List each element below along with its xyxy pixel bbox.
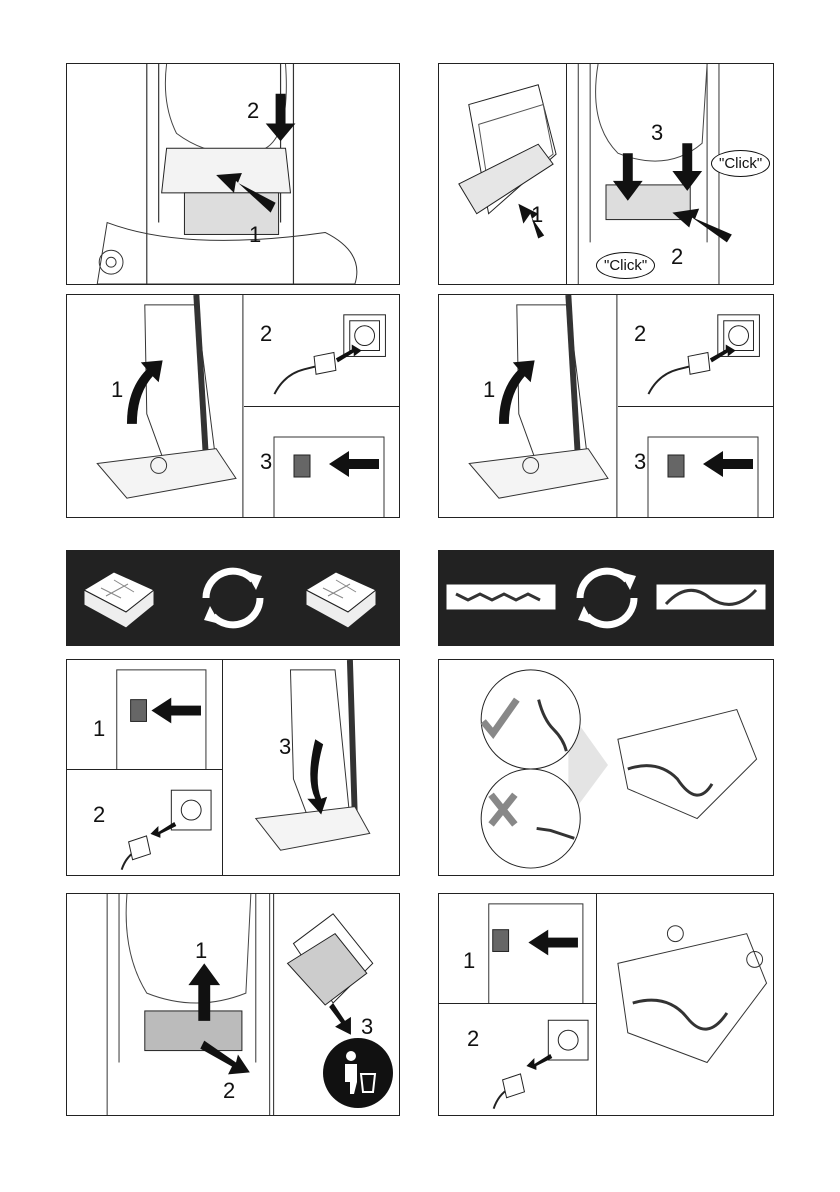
- step-number: 1: [111, 379, 123, 401]
- panel-insert-filter: 1 3 2 "Click" "Click": [438, 63, 774, 285]
- socket-subpanel: 2: [618, 295, 774, 407]
- switch-subpanel: 3: [618, 407, 774, 518]
- brush-roll-icon: [656, 584, 766, 610]
- cross-icon: [439, 660, 773, 875]
- step-number: 2: [247, 100, 259, 122]
- step-number: 3: [279, 736, 291, 758]
- step-number: 1: [195, 940, 207, 962]
- panel-dispose-filter: 1 2 3: [66, 893, 400, 1116]
- click-callout: "Click": [711, 150, 770, 177]
- power-plug-icon: [688, 352, 710, 374]
- brush-roll-icon: [446, 584, 556, 610]
- banner-filter-replace: [66, 550, 400, 646]
- step-number: 3: [634, 451, 646, 473]
- replace-cycle-icon: [204, 571, 262, 625]
- panel-power-on-left: 1 2 3: [66, 294, 400, 518]
- panel-brush-check: [438, 659, 774, 876]
- trash-bin-icon: [323, 1038, 393, 1108]
- power-plug-icon: [314, 352, 336, 374]
- hepa-filter-icon: [306, 572, 376, 628]
- replace-cycle-icon: [578, 571, 636, 625]
- arrow-icon: [329, 451, 379, 477]
- panel-power-off-tilt: 1 2 3: [66, 659, 400, 876]
- step-number: 2: [223, 1080, 235, 1102]
- step-number: 2: [671, 246, 683, 268]
- step-number: 2: [260, 323, 272, 345]
- step-number: 3: [260, 451, 272, 473]
- wall-socket-icon: [244, 295, 400, 406]
- step-number: 3: [651, 122, 663, 144]
- wall-socket-icon: [618, 295, 774, 406]
- click-callout: "Click": [596, 252, 655, 279]
- step-number: 1: [483, 379, 495, 401]
- step-number: 1: [249, 224, 261, 246]
- upright-vacuum-illustration: [67, 660, 399, 875]
- brush-head-illustration: [439, 894, 773, 1115]
- socket-subpanel: 2: [244, 295, 400, 407]
- step-number: 2: [634, 323, 646, 345]
- hepa-filter-icon: [84, 572, 154, 628]
- arrow-icon: [703, 451, 753, 477]
- step-number: 3: [361, 1016, 373, 1038]
- arrow-icon: [67, 64, 399, 284]
- panel-power-on-right: 1 2 3: [438, 294, 774, 518]
- panel-power-off-unplug: 1 2: [438, 893, 774, 1116]
- banner-brush-replace: [438, 550, 774, 646]
- switch-subpanel: 3: [244, 407, 400, 518]
- panel-remove-filter: 2 1: [66, 63, 400, 285]
